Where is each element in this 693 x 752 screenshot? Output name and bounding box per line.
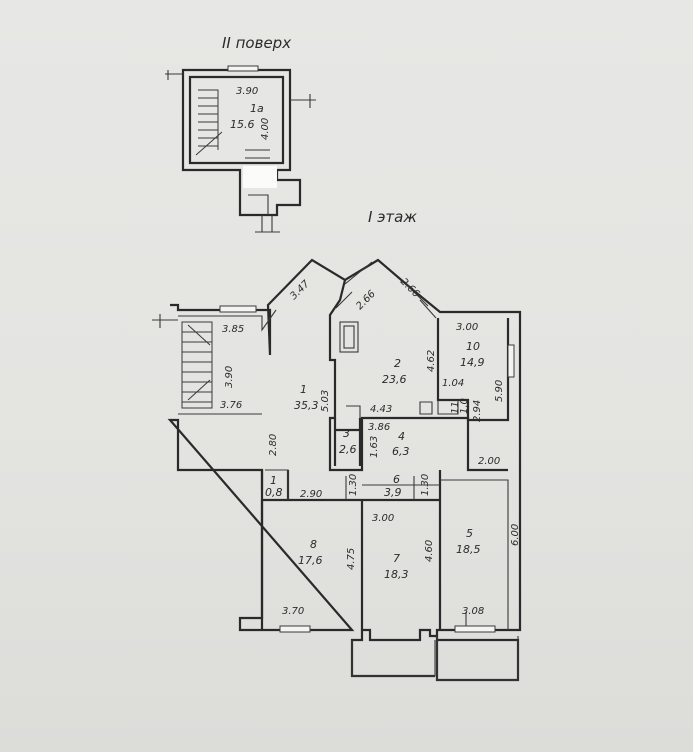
- room-area-9: 0,8: [265, 486, 283, 499]
- window-stair-top: [219, 305, 257, 313]
- room-area-3: 2,6: [339, 443, 357, 456]
- room-area-6: 3,9: [384, 486, 402, 499]
- dim-label: 3.08: [462, 606, 484, 617]
- upper-floor-title: II поверх: [222, 34, 291, 52]
- dim-label: 3.76: [220, 400, 242, 411]
- dim-label: 5.90: [494, 380, 505, 402]
- dim-label: 1.63: [369, 436, 380, 458]
- dim-label: 4.75: [346, 548, 357, 570]
- room-number-10: 10: [466, 340, 480, 353]
- dim-label: 4.62: [426, 350, 437, 372]
- room-number-11: 11: [450, 401, 461, 414]
- redaction-sticker: [243, 166, 277, 188]
- window-upper-top: [227, 65, 259, 72]
- room-number-1: 1: [300, 383, 307, 396]
- upper-room-area: 15.6: [230, 118, 255, 131]
- dim-label: 3.86: [368, 422, 390, 433]
- lower-floor-title: I этаж: [368, 208, 417, 226]
- room-number-2: 2: [394, 357, 401, 370]
- upper-floor-plan: [165, 65, 316, 233]
- room-number-8: 8: [310, 538, 317, 551]
- window-room-8: [279, 625, 311, 633]
- dim-label: 2.80: [268, 434, 279, 456]
- room-area-11: 1,0: [459, 398, 470, 414]
- lower-floor-plan: [152, 258, 522, 682]
- window-room-10: [507, 344, 515, 378]
- dim-label: 1.30: [420, 474, 431, 496]
- upper-stairs: [195, 89, 223, 156]
- dim-label: 3.00: [456, 322, 478, 333]
- dim-label: 1.04: [442, 378, 464, 389]
- room-area-1: 35,3: [294, 399, 319, 412]
- room-number-9: 1: [270, 474, 277, 487]
- room-area-5: 18,5: [456, 543, 481, 556]
- dim-label: 4.60: [424, 540, 435, 562]
- upper-dim-side: 4.00: [260, 118, 271, 140]
- dim-label: 3.85: [222, 324, 244, 335]
- dim-label: 5.03: [320, 390, 331, 412]
- dim-label: 2.90: [300, 489, 322, 500]
- room-number-7: 7: [393, 552, 400, 565]
- lower-stairs: [181, 321, 213, 409]
- room-area-2: 23,6: [382, 373, 407, 386]
- window-room-5: [454, 625, 496, 633]
- dim-label: 2.94: [472, 400, 483, 422]
- room-area-10: 14,9: [460, 356, 485, 369]
- dim-label: 3.70: [282, 606, 304, 617]
- dim-label: 2.00: [478, 456, 500, 467]
- room-area-8: 17,6: [298, 554, 323, 567]
- dim-label: 3.00: [372, 513, 394, 524]
- upper-dim-top: 3.90: [236, 86, 258, 97]
- room-area-4: 6,3: [392, 445, 410, 458]
- room-number-6: 6: [393, 473, 400, 486]
- dim-label: 3.90: [224, 366, 235, 388]
- room-number-3: 3: [343, 427, 350, 440]
- dim-label: 4.43: [370, 404, 392, 415]
- upper-room-number: 1a: [250, 102, 264, 115]
- dim-label: 1.30: [348, 474, 359, 496]
- dim-label: 6.00: [510, 524, 521, 546]
- dim-label: 2.66: [354, 289, 378, 313]
- room-number-4: 4: [398, 430, 405, 443]
- fireplace: [339, 321, 359, 353]
- room-area-7: 18,3: [384, 568, 409, 581]
- room-number-5: 5: [466, 527, 473, 540]
